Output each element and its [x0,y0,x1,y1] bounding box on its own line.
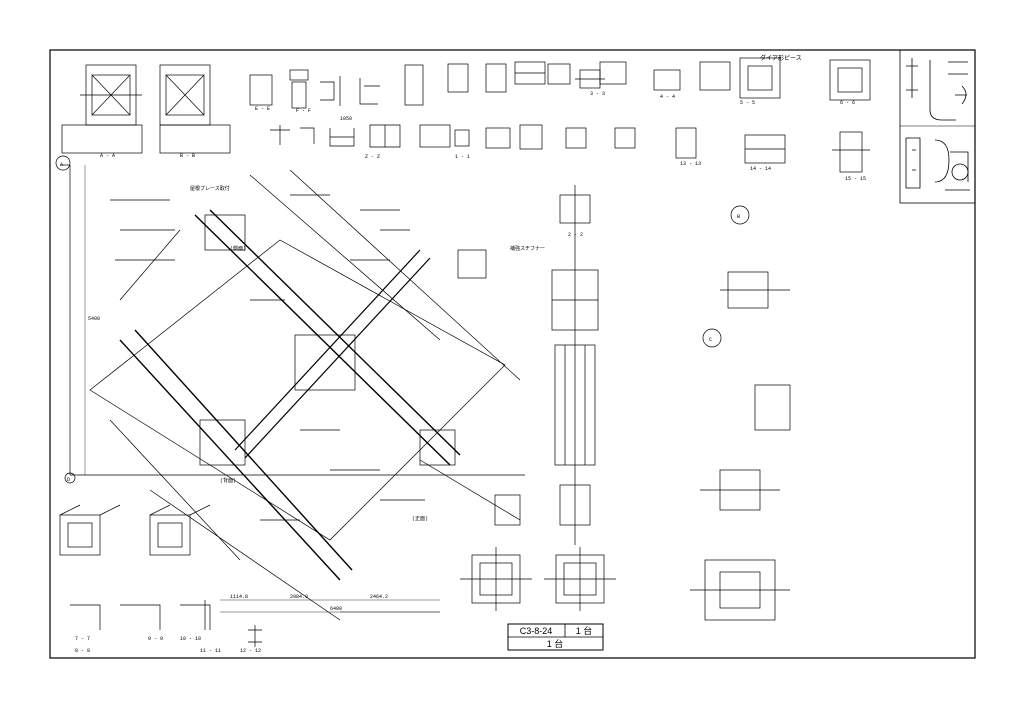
section-label: 2 - 2 [568,232,583,238]
section-label: 5 - 5 [740,100,755,106]
section-label: 11 - 11 [200,648,221,654]
column-elevations [457,185,616,611]
dim-d2: 2984.9 [290,594,308,600]
section-label: 12 - 12 [240,648,261,654]
section-label: 1 - 1 [455,154,470,160]
section-label: 13 - 13 [680,161,701,167]
top-detail-strip [61,57,871,173]
section-label: 3 - 3 [590,91,605,97]
section-label: 15 - 15 [845,176,866,182]
title-block: C3-8-24 1 台 1 台 [507,623,604,651]
section-label: E - E [255,106,270,112]
quantity-top: 1 台 [576,625,593,636]
section-label-group: A - A B - B E - E F - F Z - Z 1 - 1 2 - … [75,91,866,654]
note-front: (正面) [412,516,428,522]
main-truss-plan [55,155,525,621]
detail-circle-label: B [737,214,740,220]
section-label: 10 - 10 [180,636,201,642]
legend-symbols [905,58,970,191]
note-side: (側面) [230,245,246,252]
section-label: 4 - 4 [660,94,675,100]
detail-circle-label: C [709,337,712,343]
note-roof-brace: 屋根ブレース取付 [190,185,230,192]
note-stiffener: 補強スチフナー [510,245,545,252]
section-label: Z - Z [365,154,380,160]
section-label: 9 - 9 [148,636,163,642]
sheet-border [49,49,976,659]
dim-d3: 1114.8 [230,594,248,600]
bottom-left-details [59,504,262,647]
note-diagonal-brace: ダイア形ピース [760,54,802,62]
dim-d4: 2464.2 [370,594,388,600]
section-label: A - A [100,153,115,159]
dim-d1: 5400 [88,316,100,322]
note-back: (背面) [220,477,236,484]
right-detail-column [690,205,791,621]
detail-circle-label: D [67,477,70,483]
dim-d6: 6400 [330,606,342,612]
section-label: 6 - 6 [840,100,855,106]
detail-circle-label: A [60,162,63,168]
dim-d5: 1050 [340,116,352,122]
section-label: F - F [296,108,311,114]
section-label: B - B [180,153,195,159]
drawing-number: C3-8-24 [520,626,553,636]
legend-box [899,49,976,204]
section-label: 7 - 7 [75,636,90,642]
section-label: 14 - 14 [750,166,771,172]
section-label: 8 - 8 [75,648,90,654]
quantity-bottom: 1 台 [547,638,564,649]
